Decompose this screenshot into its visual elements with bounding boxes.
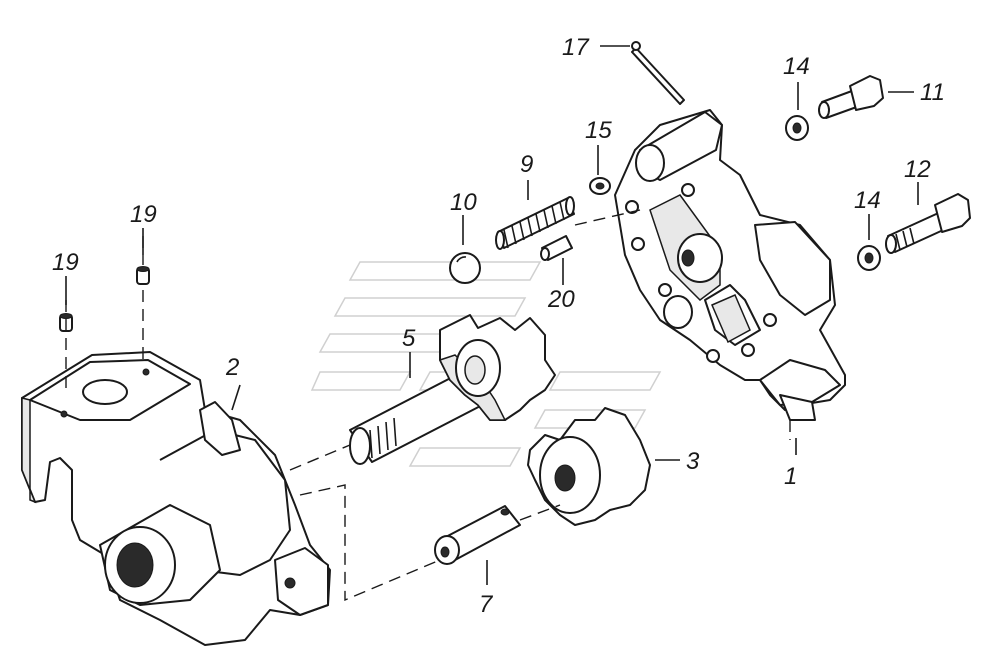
pump-housing-part bbox=[21, 351, 331, 646]
cotter-pin-part bbox=[631, 41, 685, 105]
callout-17: 17 bbox=[562, 34, 590, 61]
callout-2: 2 bbox=[225, 354, 239, 381]
callout-1: 1 bbox=[784, 463, 797, 490]
dowel-pin-parts bbox=[59, 266, 150, 332]
bolt-part-11 bbox=[818, 75, 884, 119]
spring-part bbox=[495, 196, 575, 250]
callout-labels: 1 2 3 5 7 9 10 11 12 14 14 15 17 19 19 2… bbox=[52, 34, 945, 618]
callout-15: 15 bbox=[585, 117, 612, 144]
washer-parts-14 bbox=[785, 115, 881, 271]
valve-ball-part bbox=[449, 252, 481, 284]
pump-cover-part bbox=[614, 109, 846, 421]
callout-3: 3 bbox=[686, 448, 700, 475]
axle-pin-part bbox=[434, 505, 521, 565]
callout-19-right: 19 bbox=[130, 201, 157, 228]
driven-gear-part bbox=[527, 407, 651, 526]
assembly-lines bbox=[65, 209, 791, 602]
callout-20: 20 bbox=[547, 286, 575, 313]
callout-leaders bbox=[65, 45, 919, 585]
callout-19-left: 19 bbox=[52, 249, 79, 276]
washer-part-15 bbox=[589, 177, 611, 195]
callout-11: 11 bbox=[920, 79, 945, 106]
callout-14-bottom: 14 bbox=[854, 187, 881, 214]
bolt-part-12 bbox=[885, 193, 971, 254]
callout-14-top: 14 bbox=[783, 53, 810, 80]
callout-5: 5 bbox=[402, 325, 416, 352]
callout-7: 7 bbox=[479, 591, 494, 618]
callout-12: 12 bbox=[904, 156, 931, 183]
callout-9: 9 bbox=[520, 151, 533, 178]
valve-plunger-part bbox=[540, 235, 573, 261]
callout-10: 10 bbox=[450, 189, 477, 216]
drive-gear-part bbox=[349, 314, 556, 465]
